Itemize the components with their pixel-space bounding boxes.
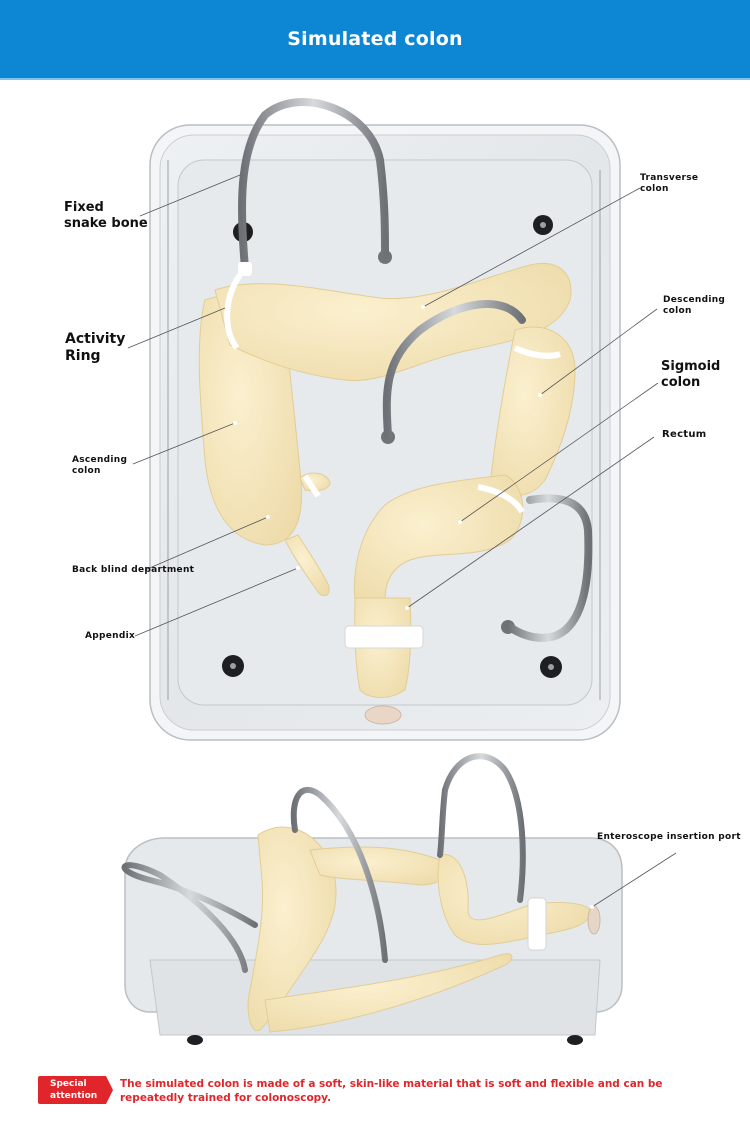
snake-bone-hose-icon <box>237 98 593 642</box>
label-appendix: Appendix <box>85 631 136 641</box>
special-attention-text: The simulated colon is made of a soft, s… <box>120 1078 663 1104</box>
colon-model-scene <box>121 98 677 1045</box>
colon-model-top <box>198 263 576 698</box>
rectum-ring-icon <box>344 625 424 649</box>
special-attention-badge: Special attention <box>38 1076 113 1104</box>
special-attention-note: Special attention The simulated colon is… <box>38 1076 728 1106</box>
leader-lines <box>127 174 677 908</box>
label-enteroscope-insertion-port: Enteroscope insertion port <box>597 832 741 842</box>
leader-dots <box>233 305 594 909</box>
label-rectum: Rectum <box>662 429 707 440</box>
label-fixed-snake-bone: Fixed snake bone <box>64 200 148 231</box>
page-header: Simulated colon <box>0 0 750 80</box>
hose-clip-icon <box>238 262 252 276</box>
side-ring-icon <box>527 897 547 951</box>
label-transverse-colon: Transverse colon <box>640 173 699 194</box>
colon-model-side <box>247 826 591 1033</box>
activity-ring-icon <box>224 273 561 514</box>
label-ascending-colon: Ascending colon <box>72 455 128 476</box>
label-descending-colon: Descending colon <box>663 295 726 316</box>
insertion-port-icon <box>364 705 402 725</box>
side-snake-bone-hose-icon <box>121 753 526 973</box>
page-title: Simulated colon <box>287 28 463 50</box>
enteroscope-port-icon <box>587 905 601 935</box>
label-sigmoid-colon: Sigmoid colon <box>661 359 721 390</box>
label-activity-ring: Activity Ring <box>65 331 126 364</box>
product-illustration <box>0 82 750 1125</box>
label-back-blind-department: Back blind department <box>72 565 195 575</box>
